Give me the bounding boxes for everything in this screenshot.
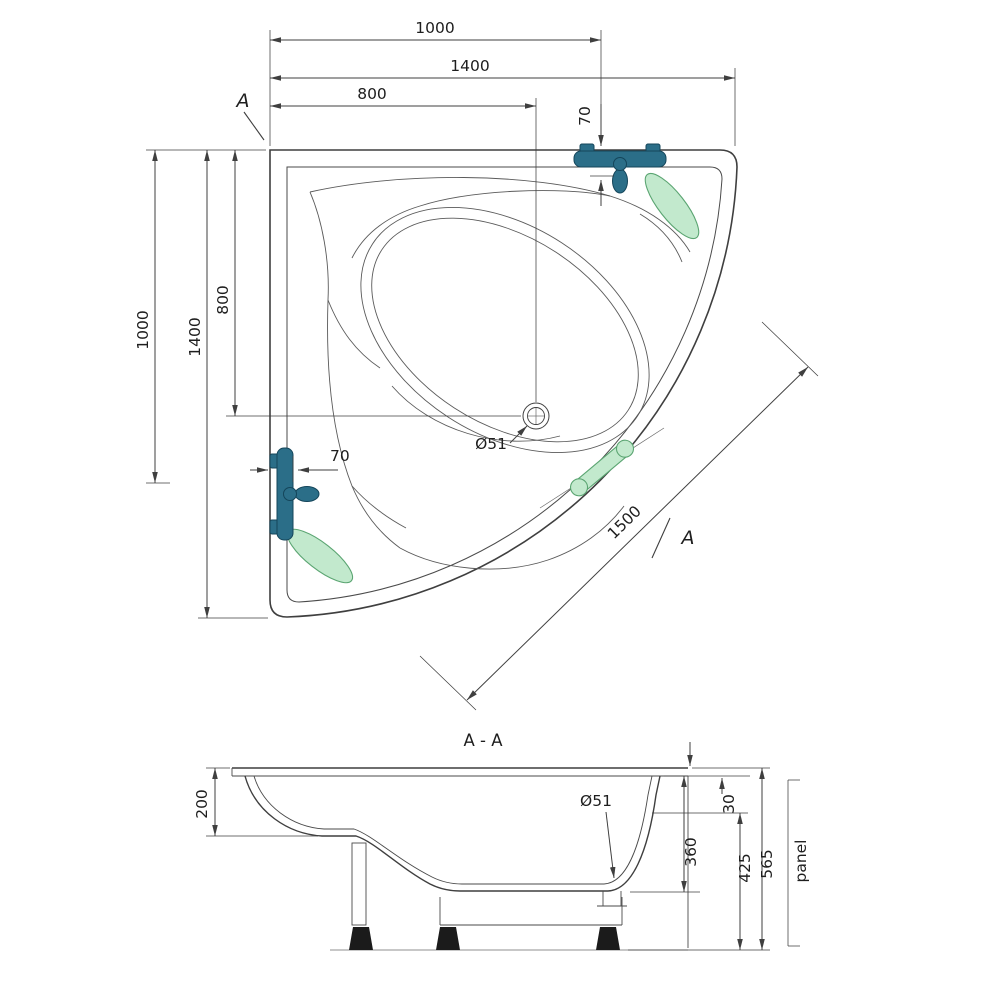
faucet-left	[269, 447, 320, 541]
section-mark-a-top: A	[235, 90, 250, 112]
headrest-pad-top-right	[644, 172, 700, 240]
faucet-knob	[613, 157, 627, 171]
panel-label: panel	[792, 839, 810, 882]
dim-70-left: 70	[330, 447, 350, 465]
section-mark-a-right: A	[680, 527, 695, 549]
drain-diameter-label: Ø51	[475, 435, 507, 453]
dim-565: 565	[758, 849, 776, 879]
dimensions-section: 200 30 360 425 565 panel	[193, 742, 810, 951]
foot-middle	[436, 927, 460, 950]
section-marks: A A	[235, 90, 695, 559]
dim-800-left: 800	[214, 285, 232, 315]
dim-200: 200	[193, 789, 211, 819]
section-view: A - A	[193, 731, 810, 951]
drain-leader-section	[605, 811, 616, 879]
dim-70-top: 70	[576, 106, 594, 126]
dim-1400-left: 1400	[186, 317, 204, 356]
faucet-top	[573, 143, 667, 194]
drain-label-section: Ø51	[580, 792, 616, 879]
tub-profile	[231, 767, 689, 951]
dim-800-top: 800	[357, 85, 387, 103]
left-leg	[351, 842, 367, 926]
dim-1000-top: 1000	[415, 19, 454, 37]
drain-section	[597, 891, 627, 907]
support-feet	[349, 927, 620, 950]
dim-1400-top: 1400	[450, 57, 489, 75]
section-mark-tick-top	[243, 111, 265, 141]
foot-right	[596, 927, 620, 950]
section-mark-tick-right	[651, 517, 671, 559]
dim-425: 425	[736, 853, 754, 883]
dimensions-plan: 1000 1400 800 70 1000 1400 800 70 1500	[134, 19, 819, 711]
dim-360: 360	[682, 837, 700, 867]
faucet-spout	[612, 168, 628, 194]
dim-1000-left: 1000	[134, 310, 152, 349]
plan-view: Ø51 1000 1400 800	[134, 19, 819, 711]
faucet-spout	[294, 486, 320, 502]
drain-diameter-label-section: Ø51	[580, 792, 612, 810]
dim-line-1500	[466, 366, 809, 701]
section-title: A - A	[463, 731, 503, 750]
foot-left	[349, 927, 373, 950]
dim-30: 30	[720, 794, 738, 814]
faucet-knob	[283, 487, 297, 501]
panel-bracket: panel	[787, 779, 810, 947]
support-frame	[351, 842, 623, 926]
